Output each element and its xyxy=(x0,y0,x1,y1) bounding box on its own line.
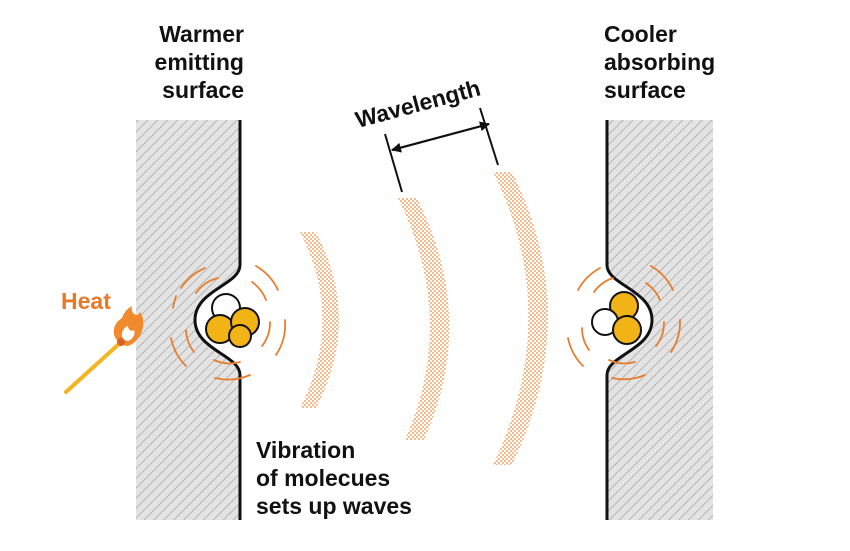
wavelength-indicator xyxy=(384,107,499,193)
warmer-emitting-surface-label: Warmer emitting surface xyxy=(154,21,244,103)
left-vibration-marks xyxy=(170,265,287,381)
wavelength-label: Wavelength xyxy=(353,75,484,133)
wave-front-1 xyxy=(300,232,339,408)
right-molecule-icon xyxy=(591,291,642,345)
left-molecule-icon xyxy=(205,293,260,348)
wave-fronts xyxy=(300,172,548,465)
wave-front-3 xyxy=(493,172,548,465)
right-vibration-marks xyxy=(567,265,681,381)
cooler-absorbing-wall xyxy=(605,120,713,520)
vibration-caption: Vibration of molecues sets up waves xyxy=(256,437,412,519)
heat-label: Heat xyxy=(61,288,111,314)
match-flame-icon xyxy=(64,306,144,394)
wave-front-2 xyxy=(398,198,450,440)
cooler-absorbing-surface-label: Cooler absorbing surface xyxy=(604,21,716,103)
